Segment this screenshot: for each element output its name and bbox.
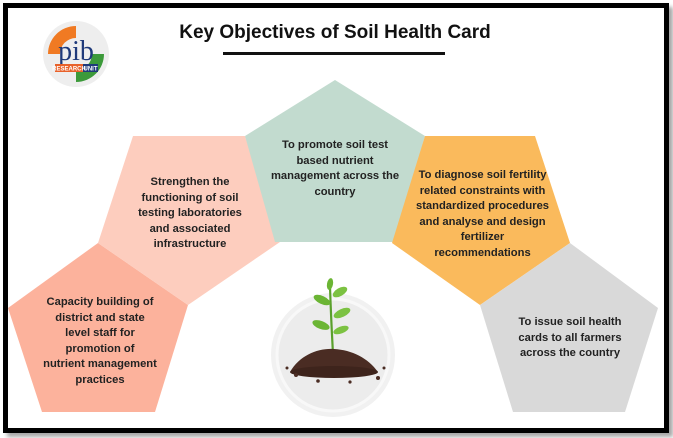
- svg-text:RESEARCH: RESEARCH: [52, 67, 86, 73]
- objective-promote-text: To promote soil test based nutrient mana…: [270, 139, 400, 198]
- pentagon-issue: [480, 243, 658, 412]
- pentagon-labs: [98, 136, 280, 305]
- pentagon-diagnose: [392, 136, 570, 305]
- pentagon-promote: [245, 80, 425, 242]
- pib-research-unit-logo: pib RESEARCH UNIT: [43, 21, 109, 87]
- objective-capacity-text: Capacity building of district and state …: [43, 296, 157, 386]
- objective-diagnose-text: To diagnose soil fertility related const…: [415, 169, 550, 259]
- pentagon-capacity: [8, 243, 188, 412]
- page-title: Key Objectives of Soil Health Card: [179, 22, 491, 43]
- seedling-icon: [271, 278, 395, 417]
- objective-issue-text: To issue soil health cards to all farmer…: [518, 316, 622, 359]
- svg-text:UNIT: UNIT: [84, 67, 98, 73]
- svg-text:pib: pib: [58, 36, 94, 67]
- title-underline: [223, 52, 445, 55]
- objective-labs-text: Strengthen the functioning of soil testi…: [138, 176, 242, 250]
